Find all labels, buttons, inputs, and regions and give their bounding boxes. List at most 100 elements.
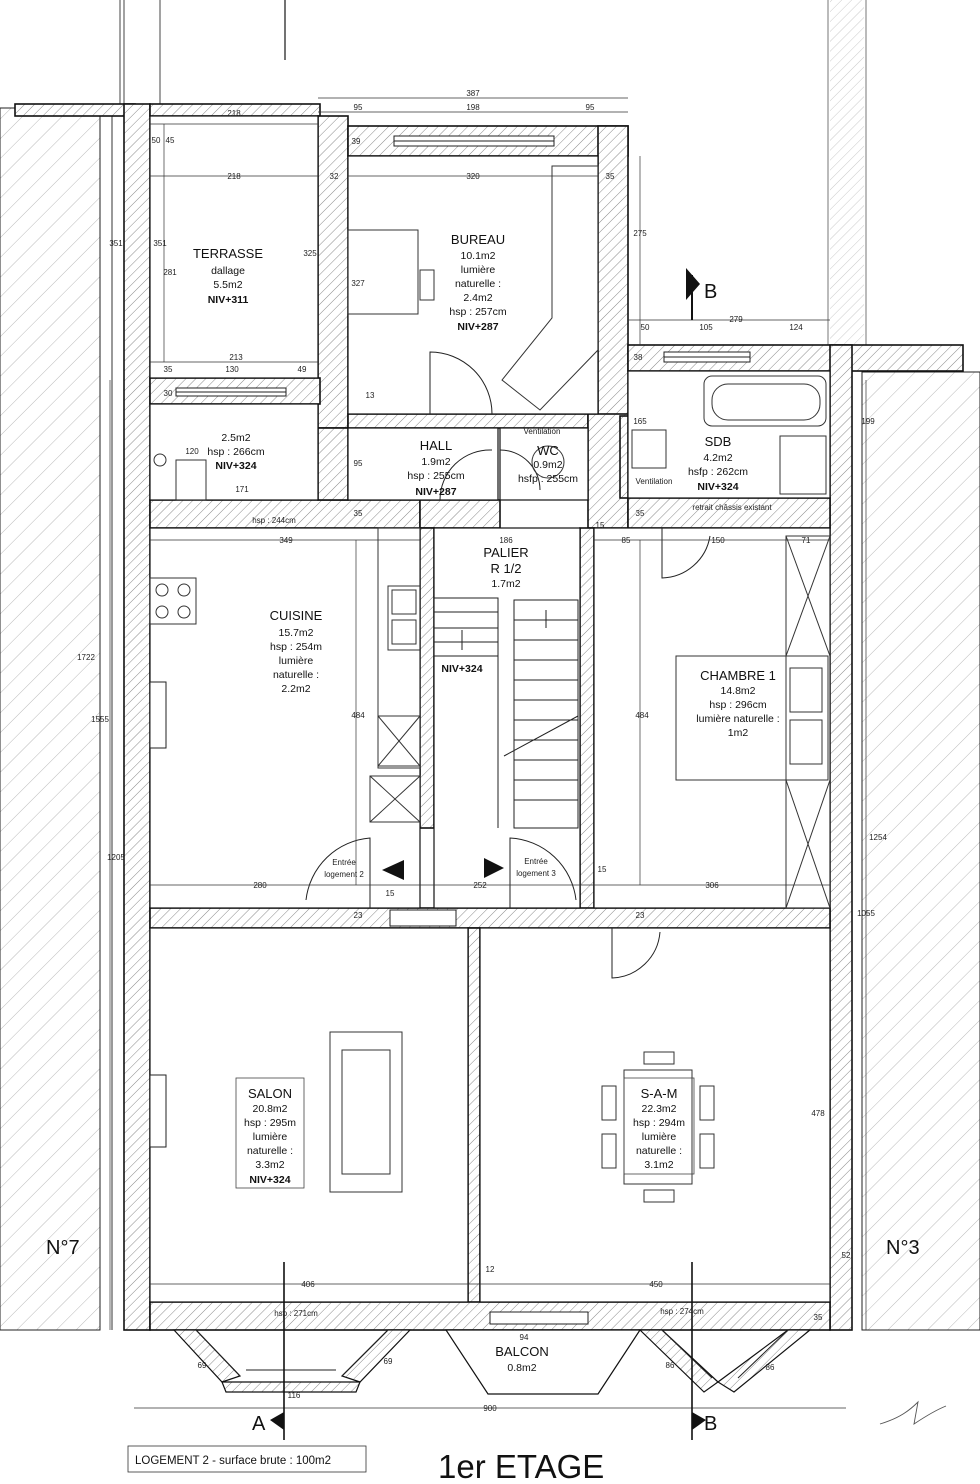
- dimension-label: 15: [386, 889, 395, 898]
- dimension-label: 30: [164, 389, 173, 398]
- section-mark-b-bottom: B: [704, 1413, 717, 1435]
- section-mark-a: A: [252, 1413, 266, 1435]
- cuisine-line: hsp : 254m: [270, 641, 322, 653]
- palier-name: PALIER: [483, 545, 528, 560]
- dimension-label: 39: [352, 137, 361, 146]
- dimension-label: 406: [301, 1280, 315, 1289]
- sam-line: 3.1m2: [644, 1159, 673, 1171]
- sam-line: naturelle :: [636, 1145, 682, 1157]
- dimension-label: 15: [598, 865, 607, 874]
- dimension-label: 86: [666, 1361, 675, 1370]
- chambre-line: lumière naturelle :: [696, 713, 779, 725]
- dimension-label: 69: [198, 1361, 207, 1370]
- sofa: [329, 1031, 403, 1193]
- wardrobe: [501, 165, 599, 411]
- terrasse-level: NIV+311: [208, 294, 249, 306]
- debarras-line: hsp : 266cm: [207, 446, 264, 458]
- cuisine-line: 2.2m2: [281, 683, 310, 695]
- terrasse-name: TERRASSE: [193, 246, 263, 261]
- dimension-label: 35: [164, 365, 173, 374]
- bureau-line: 10.1m2: [460, 250, 495, 262]
- dimension-label: 351: [109, 239, 123, 248]
- bed: [675, 655, 829, 781]
- wc-name: WC: [537, 443, 559, 458]
- sam-line: 22.3m2: [641, 1103, 676, 1115]
- dimension-label: 35: [814, 1313, 823, 1322]
- wc-line: hsfp : 255cm: [518, 473, 578, 485]
- bureau-line: hsp : 257cm: [449, 306, 506, 318]
- room-palier: [433, 527, 581, 909]
- dimension-label: 1722: [77, 653, 95, 662]
- dimension-label: 1205: [107, 853, 125, 862]
- dimension-label: 124: [789, 323, 803, 332]
- sdb-level: NIV+324: [697, 481, 738, 493]
- cuisine-line: lumière: [279, 655, 314, 667]
- room-sam: [479, 927, 831, 1303]
- dimension-label: 35: [636, 509, 645, 518]
- hsp-274-note: hsp : 274cm: [660, 1307, 704, 1316]
- hall-line: 1.9m2: [421, 456, 450, 468]
- room-terrasse: [149, 115, 319, 379]
- dimension-label: 387: [466, 89, 480, 98]
- hall-line: hsp : 255cm: [407, 470, 464, 482]
- dimension-label: 71: [802, 536, 811, 545]
- dimension-label: 38: [634, 353, 643, 362]
- bay-window-left: [172, 1329, 412, 1393]
- entree-3-note: logement 3: [516, 869, 556, 878]
- windows: [149, 135, 789, 1379]
- washbasin: [631, 429, 667, 469]
- dimension-label: 85: [622, 536, 631, 545]
- dimension-label: 35: [354, 509, 363, 518]
- section-marks: [270, 268, 706, 1440]
- salon-level: NIV+324: [249, 1174, 290, 1186]
- sam-name: S-A-M: [641, 1086, 678, 1101]
- bay-window-right: [638, 1329, 812, 1393]
- room-bureau: [347, 155, 599, 415]
- dimension-label: 45: [166, 136, 175, 145]
- signature-mark: [879, 1400, 947, 1425]
- dimension-label: 306: [705, 881, 719, 890]
- dimension-label: 484: [351, 711, 365, 720]
- dimension-label: 23: [354, 911, 363, 920]
- cuisine-name: CUISINE: [270, 608, 323, 623]
- balcon-line: 0.8m2: [507, 1362, 536, 1374]
- salon-line: hsp : 295m: [244, 1117, 296, 1129]
- dimension-label: 23: [636, 911, 645, 920]
- sam-line: hsp : 294m: [633, 1117, 685, 1129]
- desk: [347, 229, 419, 315]
- room-cuisine: [149, 527, 421, 909]
- dimension-label: 120: [185, 447, 199, 456]
- dimension-label: 281: [163, 268, 177, 277]
- room-debarras: [149, 403, 319, 501]
- salon-name: SALON: [248, 1086, 292, 1101]
- dimension-label: 50: [152, 136, 161, 145]
- dimension-label: 13: [366, 391, 375, 400]
- chambre-name: CHAMBRE 1: [700, 668, 776, 683]
- dimension-label: 351: [153, 239, 167, 248]
- fridge: [377, 715, 421, 767]
- hsp-271-note: hsp : 271cm: [274, 1309, 318, 1318]
- dimension-label: 94: [520, 1333, 529, 1342]
- dimension-label: 105: [699, 323, 713, 332]
- cuisine-line: 15.7m2: [278, 627, 313, 639]
- bureau-line: lumière: [461, 264, 496, 276]
- dimension-label: 95: [354, 103, 363, 112]
- dimension-label: 15: [596, 521, 605, 530]
- dimension-label: 325: [303, 249, 317, 258]
- hob: [149, 577, 197, 625]
- entree-2-note: Entrée: [332, 858, 356, 867]
- dimension-label: 280: [253, 881, 267, 890]
- dimension-label: 52: [842, 1251, 851, 1260]
- sam-label-box: [623, 1077, 695, 1175]
- dimension-label: 279: [729, 315, 743, 324]
- dimension-label: 1055: [857, 909, 875, 918]
- staircase: [433, 597, 579, 829]
- toilet: [531, 445, 565, 479]
- dimension-label: 478: [811, 1109, 825, 1118]
- dimension-label: 327: [351, 279, 365, 288]
- sdb-line: 4.2m2: [703, 452, 732, 464]
- dimension-label: 32: [330, 172, 339, 181]
- dimension-label: 130: [225, 365, 239, 374]
- dimension-label: 1254: [869, 833, 887, 842]
